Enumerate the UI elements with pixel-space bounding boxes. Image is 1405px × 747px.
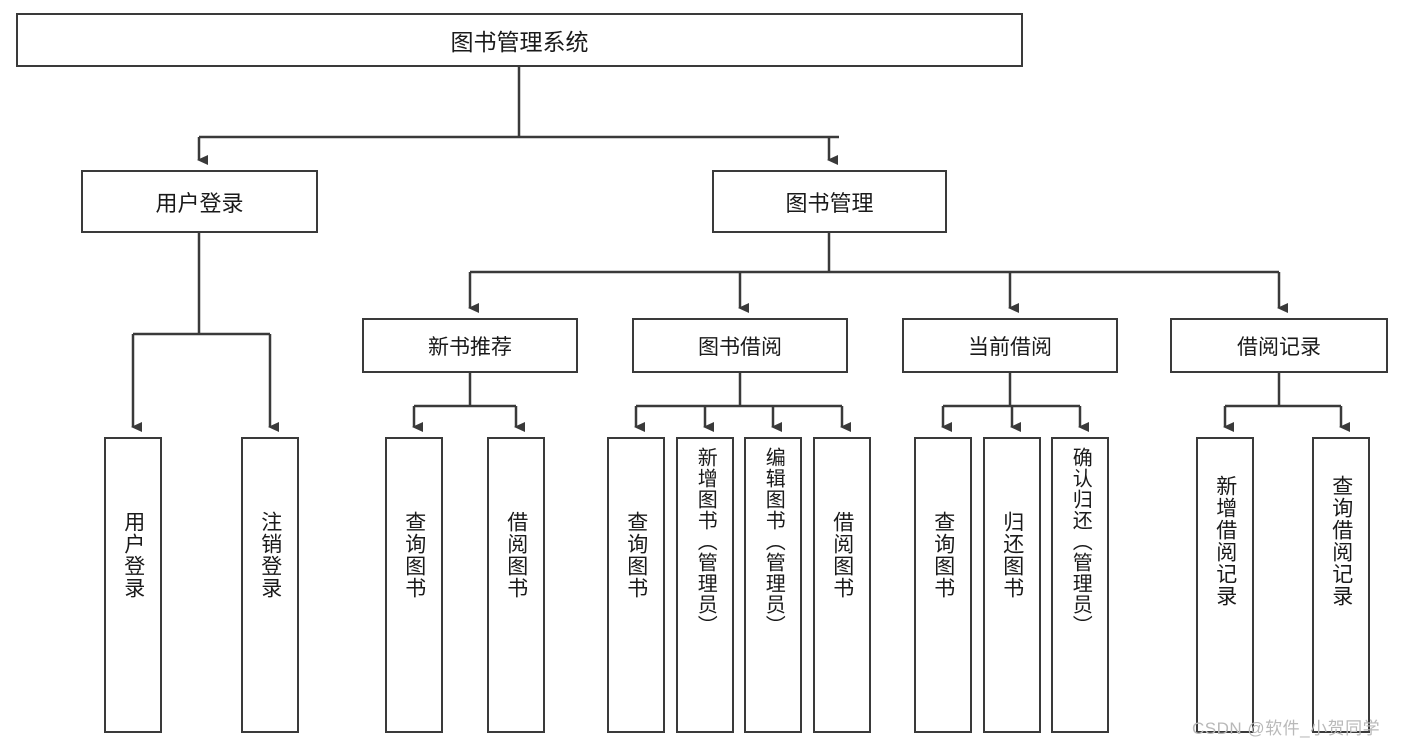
node-new-book-recommend[interactable]: 新书推荐	[362, 318, 578, 373]
leaf-query-book-3[interactable]: 查询图书	[914, 437, 972, 733]
node-current-borrow-label: 当前借阅	[968, 335, 1052, 359]
leaf-logout[interactable]: 注销登录	[241, 437, 299, 733]
leaf-query-borrow-record[interactable]: 查询借阅记录	[1312, 437, 1370, 733]
leaf-user-login-label: 用户登录	[121, 511, 145, 599]
node-borrow-record[interactable]: 借阅记录	[1170, 318, 1388, 373]
node-book-borrow-label: 图书借阅	[698, 335, 782, 359]
leaf-logout-label: 注销登录	[258, 511, 282, 599]
node-book-manage[interactable]: 图书管理	[712, 170, 947, 233]
leaf-query-book-1[interactable]: 查询图书	[385, 437, 443, 733]
node-borrow-record-label: 借阅记录	[1237, 335, 1321, 359]
leaf-edit-book-admin[interactable]: 编辑图书（管理员）	[744, 437, 802, 733]
csdn-watermark: CSDN @软件_小贺同学	[1192, 719, 1381, 738]
leaf-borrow-book-2-label: 借阅图书	[830, 511, 854, 599]
leaf-query-borrow-record-label: 查询借阅记录	[1329, 475, 1353, 607]
leaf-confirm-return-admin[interactable]: 确认归还（管理员）	[1051, 437, 1109, 733]
node-book-borrow[interactable]: 图书借阅	[632, 318, 848, 373]
leaf-add-book-admin[interactable]: 新增图书（管理员）	[676, 437, 734, 733]
leaf-add-borrow-record-label: 新增借阅记录	[1213, 475, 1237, 607]
leaf-borrow-book-1-label: 借阅图书	[504, 511, 528, 599]
node-new-book-recommend-label: 新书推荐	[428, 335, 512, 359]
node-user-login-label: 用户登录	[155, 190, 244, 216]
leaf-confirm-return-admin-label: 确认归还（管理员）	[1069, 447, 1092, 636]
node-root-label: 图书管理系统	[450, 29, 589, 55]
leaf-query-book-2[interactable]: 查询图书	[607, 437, 665, 733]
node-user-login[interactable]: 用户登录	[81, 170, 318, 233]
leaf-query-book-2-label: 查询图书	[624, 511, 648, 599]
leaf-add-book-admin-label: 新增图书（管理员）	[694, 447, 717, 636]
node-current-borrow[interactable]: 当前借阅	[902, 318, 1118, 373]
leaf-borrow-book-1[interactable]: 借阅图书	[487, 437, 545, 733]
node-root[interactable]: 图书管理系统	[16, 13, 1023, 67]
leaf-user-login[interactable]: 用户登录	[104, 437, 162, 733]
leaf-edit-book-admin-label: 编辑图书（管理员）	[762, 447, 785, 636]
leaf-query-book-1-label: 查询图书	[402, 511, 426, 599]
leaf-return-book[interactable]: 归还图书	[983, 437, 1041, 733]
leaf-return-book-label: 归还图书	[1000, 511, 1024, 599]
leaf-borrow-book-2[interactable]: 借阅图书	[813, 437, 871, 733]
leaf-add-borrow-record[interactable]: 新增借阅记录	[1196, 437, 1254, 733]
node-book-manage-label: 图书管理	[785, 190, 874, 216]
leaf-query-book-3-label: 查询图书	[931, 511, 955, 599]
